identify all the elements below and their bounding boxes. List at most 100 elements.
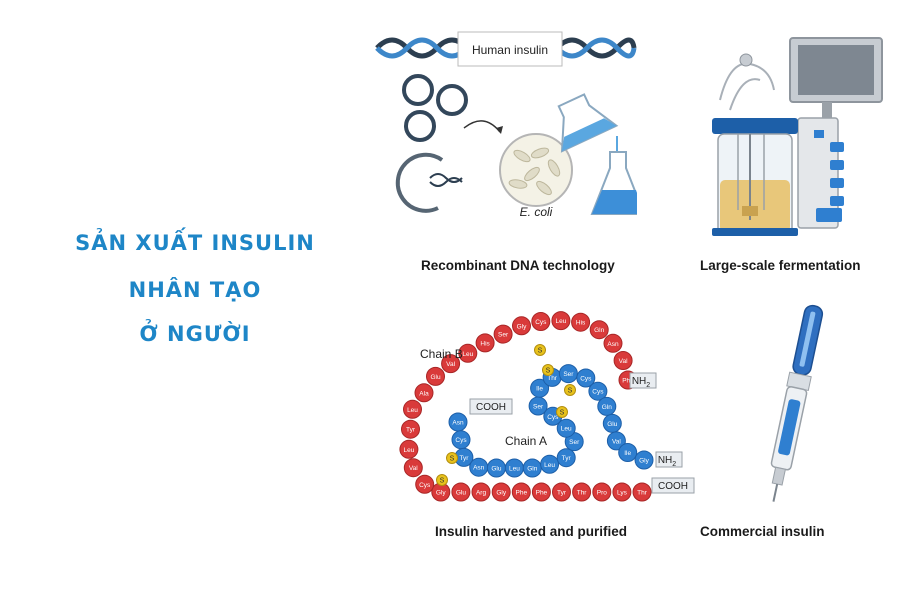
chain-b-residue-label: Arg — [476, 490, 487, 497]
chain-a-residue-label: Ser — [533, 404, 544, 411]
sulfur-atom-label: S — [538, 348, 543, 355]
chain-b-residue — [475, 333, 495, 353]
chain-a-residue-label: Asn — [452, 420, 464, 427]
chain-b-residue — [403, 458, 423, 478]
chain-b-residue-label: Leu — [407, 407, 418, 414]
chain-b-residue — [572, 482, 592, 502]
chain-b-residue-label: Gly — [496, 490, 507, 497]
caption-fermentation: Large-scale fermentation — [700, 258, 861, 273]
chain-b-residue-label: His — [576, 320, 586, 327]
chain-b-residue — [471, 482, 491, 502]
chain-b-residue-label: Phe — [622, 378, 634, 385]
chain-b-residue — [414, 383, 434, 403]
chain-a-residue-label: Cys — [455, 437, 467, 444]
chain-b-residue-label: Phe — [516, 490, 528, 497]
chain-b-residue — [426, 366, 445, 386]
chain-a-residue — [634, 450, 654, 470]
chain-b-residue — [441, 354, 461, 374]
chain-b-residue — [552, 482, 571, 502]
chain-b-residue-label: Leu — [403, 447, 414, 454]
chain-a-residue-label: Val — [612, 438, 621, 445]
chain-a-residue — [606, 431, 626, 451]
chain-b-residue — [531, 482, 551, 502]
chain-a-residue-label: Tyr — [459, 455, 469, 462]
chain-b-residue — [399, 439, 419, 459]
chain-a-residue-label: Gly — [639, 458, 650, 465]
chain-a-residue-label: Thr — [547, 375, 558, 382]
chain-b-residue-label: Glu — [430, 374, 441, 381]
chain-b-residue — [612, 482, 632, 502]
fermentation-illustration — [690, 30, 890, 240]
chain-a-residue-label: Glu — [491, 466, 502, 473]
human-insulin-label: Human insulin — [472, 43, 548, 57]
chain-b-residue-label: Tyr — [406, 427, 416, 434]
chain-b-residue-label: Thr — [577, 490, 588, 497]
chain-b-residue-label: Val — [619, 358, 628, 365]
caption-recombinant-dna: Recombinant DNA technology — [421, 258, 615, 273]
chain-b-residue-label: Val — [409, 465, 418, 472]
chain-a-residue-label: Gln — [527, 466, 538, 473]
chain-a-residue-label: Ser — [563, 371, 574, 378]
chain-a-label: Chain A — [505, 434, 547, 448]
chain-b-cooh-label: COOH — [658, 481, 688, 492]
chain-b-residue-label: Gln — [594, 327, 605, 334]
caption-insulin-harvested: Insulin harvested and purified — [435, 524, 628, 539]
sulfur-atom — [446, 452, 458, 464]
recombinant-dna-illustration: Human insulin E. coli — [372, 28, 646, 238]
chain-a-residue-label: Gln — [602, 404, 613, 411]
chain-b-residue — [491, 482, 511, 502]
title-line-2: NHÂN TẠO — [128, 278, 262, 302]
chain-b-residue-label: Cys — [535, 319, 547, 326]
chain-b-residue-label: Val — [446, 361, 455, 368]
sulfur-atom-label: S — [440, 478, 445, 485]
chain-b-residue-label: Cys — [419, 482, 431, 489]
chain-b-residue — [511, 482, 531, 502]
chain-b-residue-label: Gly — [436, 490, 447, 497]
chain-b-residue — [401, 419, 420, 439]
title-line-3: Ở NGƯỜI — [139, 322, 251, 346]
chain-a-residue-label: Ser — [569, 439, 580, 446]
chain-b: ThrLysProThrTyrPhePheGlyArgGluGlyCysValL… — [399, 311, 652, 502]
chain-b-label: Chain B — [420, 347, 463, 361]
chain-a-nh2-label: NH2 — [658, 455, 676, 468]
chain-a-residue — [618, 443, 638, 462]
sulfur-atom-label: S — [560, 410, 565, 417]
sulfur-atom-label: S — [568, 388, 573, 395]
chain-a-residue-label: Cys — [580, 376, 592, 383]
chain-b-residue-label: Thr — [637, 490, 648, 497]
chain-a-residue-label: Glu — [607, 421, 618, 428]
chain-b-residue — [632, 482, 652, 502]
sulfur-atom — [564, 384, 576, 396]
chain-a-residue-label: Ile — [536, 386, 543, 393]
sulfur-atom-label: S — [546, 368, 551, 375]
caption-commercial-insulin: Commercial insulin — [700, 524, 825, 539]
chain-b-residue-label: Asn — [607, 341, 619, 348]
chain-b-residue-label: Ser — [498, 332, 509, 339]
chain-b-residue — [493, 324, 513, 344]
chain-a-residue-label: Tyr — [562, 455, 572, 462]
chain-a-residue — [556, 448, 576, 468]
chain-b-residue — [613, 351, 633, 370]
chain-b-residue — [512, 316, 531, 336]
chain-b-residue — [589, 320, 609, 340]
chain-a-residue — [540, 454, 560, 474]
chain-b-residue — [592, 482, 612, 502]
chain-b-residue — [403, 399, 422, 419]
chain-b-residue-label: Ala — [419, 390, 429, 397]
chain-b-residue-label: Tyr — [557, 490, 567, 497]
chain-a-residue-label: Leu — [509, 466, 520, 473]
ecoli-label: E. coli — [520, 205, 553, 219]
chain-a-residue — [597, 396, 617, 416]
chain-a-residue — [588, 381, 608, 401]
chain-b-residue — [458, 343, 478, 363]
chain-a-residue-label: Asn — [473, 465, 485, 472]
chain-a-residue-label: Leu — [544, 462, 555, 469]
chain-a-residue-label: Cys — [592, 389, 604, 396]
chain-b-residue — [603, 333, 623, 353]
chain-b-residue — [415, 474, 435, 494]
insulin-pen-illustration — [745, 300, 845, 510]
chain-b-nh2-label: NH2 — [632, 376, 650, 389]
